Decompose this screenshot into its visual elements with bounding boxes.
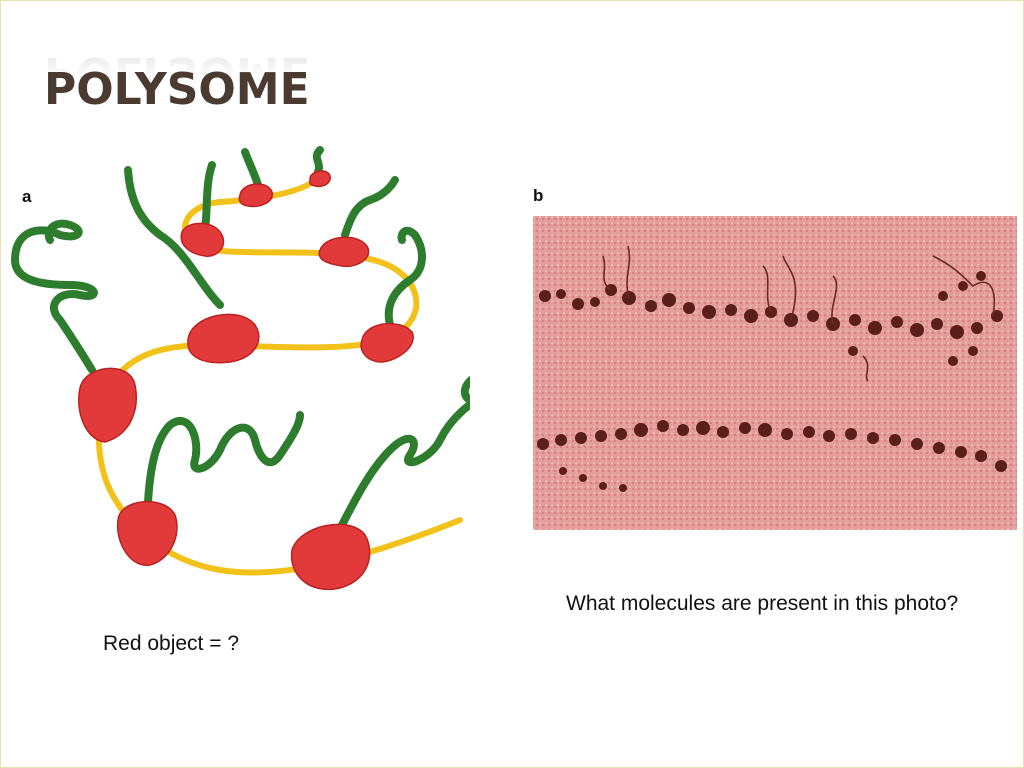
polypeptide-1 — [312, 146, 324, 176]
ribosome-1 — [309, 170, 331, 188]
ribosome-4 — [318, 236, 370, 268]
panel-a-label: a — [22, 187, 32, 206]
electron-micrograph — [533, 216, 1017, 530]
ribosome-7 — [78, 367, 137, 443]
molecules-question: What molecules are present in this photo… — [566, 592, 959, 615]
polypeptide-9 — [338, 375, 470, 529]
polypeptide-7 — [10, 219, 98, 374]
polypeptide-2 — [241, 148, 262, 189]
polypeptide-6 — [124, 166, 224, 309]
polypeptide-8 — [144, 411, 304, 506]
upper-chains — [602, 245, 995, 382]
panel-b-label: b — [533, 186, 544, 205]
ribosome-6 — [187, 313, 260, 364]
polysome-illustration — [10, 146, 470, 591]
polypeptide-5 — [384, 226, 426, 329]
polypeptide-3 — [201, 161, 216, 232]
ribosome-8 — [116, 501, 178, 566]
ribosome-9 — [290, 523, 371, 591]
ribosome-5 — [360, 322, 414, 363]
micrograph-background — [533, 216, 1017, 530]
ribosome-2 — [238, 183, 274, 208]
polypeptide-4 — [341, 176, 399, 239]
upper-polysome — [539, 271, 1003, 366]
slide-title: POLYSOME — [44, 64, 310, 115]
ribosome-question: Red object = ? — [103, 632, 240, 655]
ribosome-3 — [180, 222, 225, 257]
lower-polysome — [537, 420, 1007, 492]
